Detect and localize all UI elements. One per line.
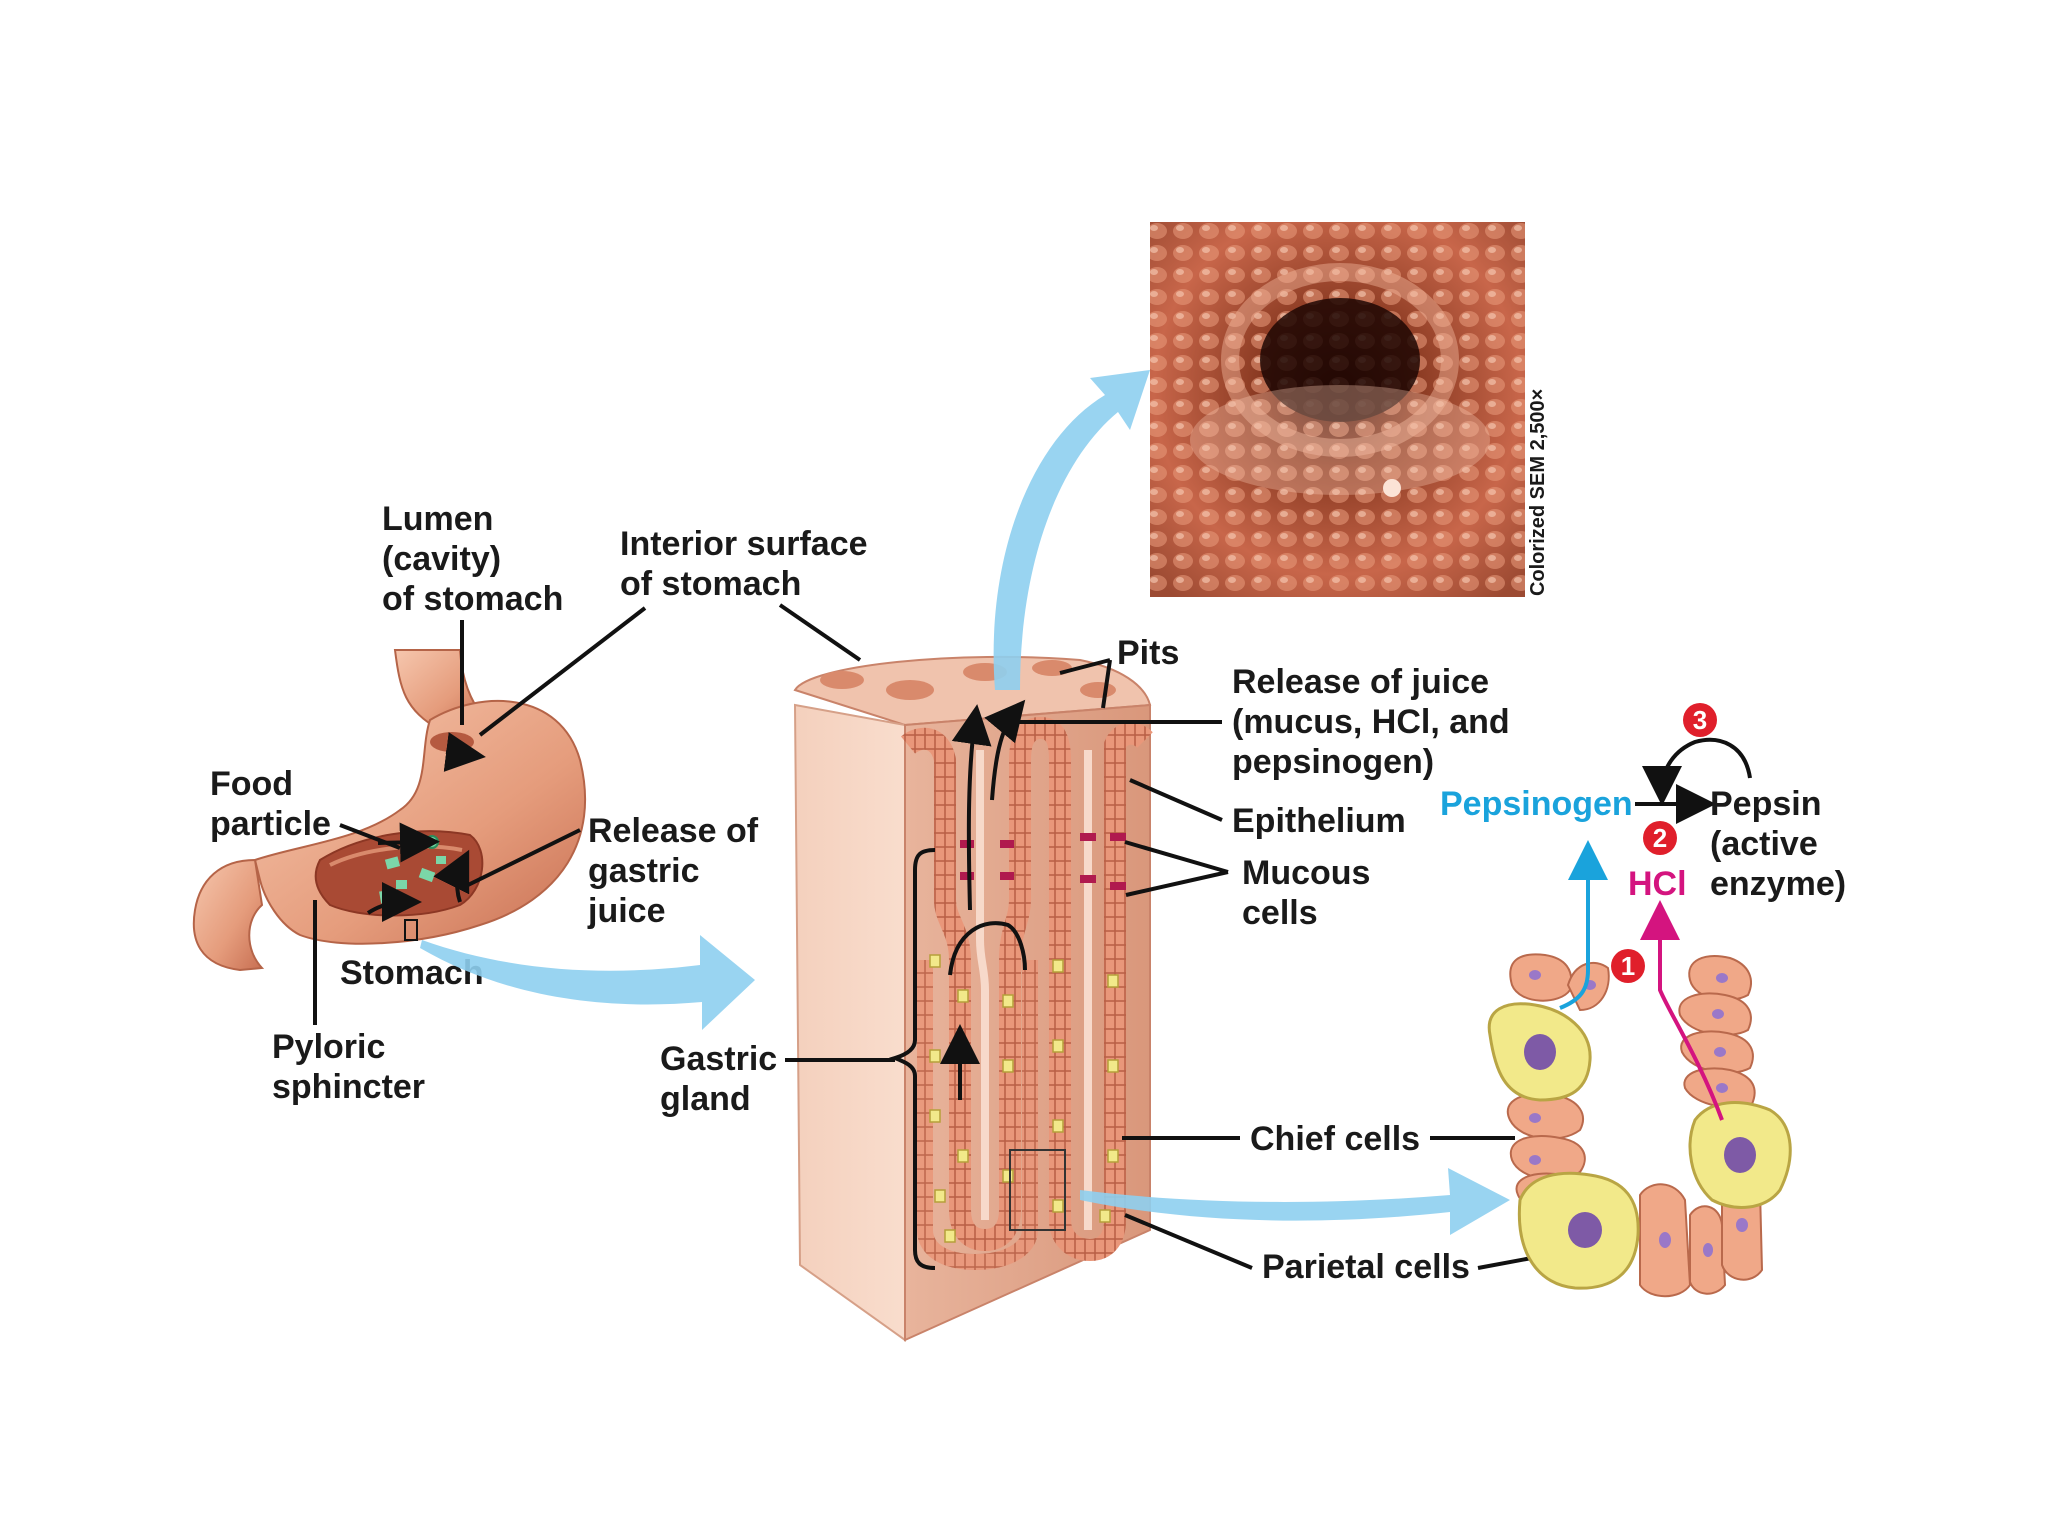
flow-arrow-to-sem [993,370,1150,690]
label-pyloric-sphincter: Pyloric sphincter [272,1028,425,1106]
label-epithelium: Epithelium [1232,802,1406,840]
leader-mucous-cells [1124,840,1229,897]
leader-interior-surface [478,606,647,737]
label-pepsin: Pepsin (active enzyme) [1710,785,1846,903]
label-mucous-cells: Mucous cells [1242,854,1380,932]
svg-text:3: 3 [1693,705,1707,735]
label-pits: Pits [1117,634,1179,672]
gastric-glands [900,716,1153,1271]
svg-text:2: 2 [1653,823,1667,853]
gland-cell-cluster [1487,953,1792,1298]
label-hcl: HCl [1628,865,1687,903]
label-release-of-juice: Release of juice (mucus, HCl, and pepsin… [1232,663,1519,781]
label-pepsinogen: Pepsinogen [1440,785,1633,823]
label-interior-surface: Interior surface of stomach [620,525,877,603]
hcl-secretion-arrow [1640,900,1724,1121]
sem-micrograph [1150,222,1525,597]
label-chief-cells: Chief cells [1250,1120,1420,1158]
autocatalysis-arrow [1642,737,1752,806]
step-badge-2: 2 [1643,821,1677,855]
step-badge-3: 3 [1683,703,1717,737]
flow-arrow-to-cells [1080,1168,1510,1235]
step-badge-1: 1 [1611,949,1645,983]
stomach-illustration [192,649,587,972]
label-lumen: Lumen (cavity) of stomach [382,500,563,618]
label-parietal-cells: Parietal cells [1262,1248,1470,1286]
label-food-particle: Food particle [210,765,331,843]
flow-arrow-to-block [420,935,755,1030]
gland-magnify-box [1009,1149,1066,1231]
tissue-block [793,655,1153,1342]
label-gastric-gland: Gastric gland [660,1040,787,1118]
pepsinogen-secretion-arrow [1559,840,1608,1010]
leader-food-particle [339,823,401,850]
leader-parietal-cells-left [1124,1213,1253,1270]
leader-epithelium [1129,778,1223,822]
label-release-gastric-juice: Release of gastric juice [587,812,768,930]
leader-release-gastric-juice [467,828,581,887]
leader-interior-surface-block [778,603,862,662]
svg-text:1: 1 [1621,951,1635,981]
sem-caption: Colorized SEM 2,500× [1527,389,1549,596]
leader-pits [1059,658,1112,709]
